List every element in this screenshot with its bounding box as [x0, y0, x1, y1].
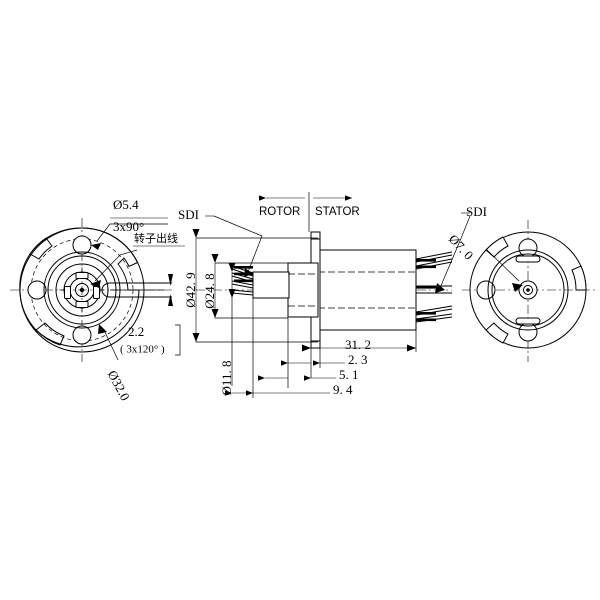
left-hub-lug-top: [75, 272, 89, 279]
left-rotor-lead-leader: [94, 249, 138, 282]
left-slot-width-label: 2.2: [128, 324, 144, 339]
dim-label-9-4: 9. 4: [333, 382, 353, 397]
rotor-shaft-large: [287, 262, 319, 318]
left-mounting-hole-left: [27, 280, 47, 300]
stator-sdi-label: SDI: [466, 204, 487, 219]
left-rotor-lead-arrowhead: [90, 280, 101, 288]
dim-label-5-1: 5. 1: [339, 367, 359, 382]
left-lead-arrow-top: [168, 274, 173, 286]
left-flange-outline: [19, 227, 140, 348]
left-rotor-lead-label: 转子出线: [134, 231, 178, 245]
stator-sdi-arrowhead: [435, 283, 445, 293]
left-hub-lug-left: [64, 286, 71, 299]
flange-top-hole: [310, 231, 321, 240]
dim-label-24-8: Ø24. 8: [202, 273, 217, 308]
stator-wire-bundle: [415, 251, 453, 323]
right-boss-outer: [487, 249, 569, 331]
stator-body: [317, 249, 417, 331]
left-slot-pattern-label: ( 3x120° ): [120, 344, 165, 356]
right-boss-inner: [491, 253, 565, 327]
left-hub-bore: [75, 283, 89, 297]
dim-label-42-9: Ø42. 9: [183, 272, 198, 307]
stator-sdi-leader: [439, 215, 471, 289]
left-hub-lug-bottom: [75, 301, 89, 308]
left-lead-arrow-bottom: [168, 294, 173, 306]
left-mounting-hole-top: [72, 235, 92, 255]
left-outer-dia-label: Ø32.0: [105, 368, 133, 403]
rotor-sdi-label: SDI: [178, 207, 199, 222]
left-hub-lug-right: [93, 286, 100, 299]
dim-label-2-3: 2. 3: [348, 352, 368, 367]
right-end-face-view: Ø7. 0: [446, 220, 596, 362]
right-center-bore-inner: [523, 285, 533, 295]
right-flange-notch-lower: [485, 322, 509, 344]
dim-label-11-8: Ø11. 8: [219, 361, 234, 396]
middle-side-view: ROTOR STATOR SDI: [178, 192, 487, 398]
rotor-shaft-small: [252, 271, 290, 299]
right-center-dot: [526, 288, 530, 292]
dim-label-31-2: 31. 2: [345, 337, 371, 352]
right-mounting-hole-left: [476, 280, 496, 300]
left-rotor-lead-wire: [110, 282, 172, 298]
right-bore-dim-leader: [485, 248, 520, 282]
left-hub-center-dot: [79, 287, 85, 293]
right-bore-dia-label: Ø7. 0: [446, 231, 477, 262]
left-hole-dia-label: Ø5.4: [113, 197, 139, 212]
left-flange-notch-lower: [35, 322, 65, 346]
left-mounting-hole-bottom: [72, 325, 92, 345]
left-flange-notch-upper: [29, 237, 53, 260]
left-hole-dim-arrowhead: [91, 243, 101, 250]
rotor-wire-bundle: [231, 265, 254, 296]
rotor-sdi-arrowhead: [244, 268, 253, 277]
stator-label: STATOR: [315, 206, 360, 218]
right-slot-top: [515, 255, 541, 263]
left-hole-dim-leader: [96, 223, 168, 242]
left-hub-ring-3: [55, 263, 109, 317]
left-slot-note-bracket: [175, 324, 181, 356]
left-end-face-view: Ø5.4 3x90° 转子出线 Ø32.0 2.2 ( 3x120° ): [10, 197, 185, 403]
left-outer-dia-leader: [103, 329, 119, 361]
left-rotor-lead-cap: [101, 282, 111, 298]
right-flange-notch-upper: [485, 236, 509, 258]
right-bore-dim-arrowhead: [512, 283, 523, 292]
left-outer-dia-arrowhead: [98, 324, 107, 334]
right-slot-bottom: [515, 317, 541, 325]
rotor-label: ROTOR: [259, 206, 300, 218]
rotor-sdi-leader: [213, 215, 263, 273]
right-flange-notch-right: [571, 265, 587, 291]
left-hole-pattern-label: 3x90°: [113, 219, 144, 234]
